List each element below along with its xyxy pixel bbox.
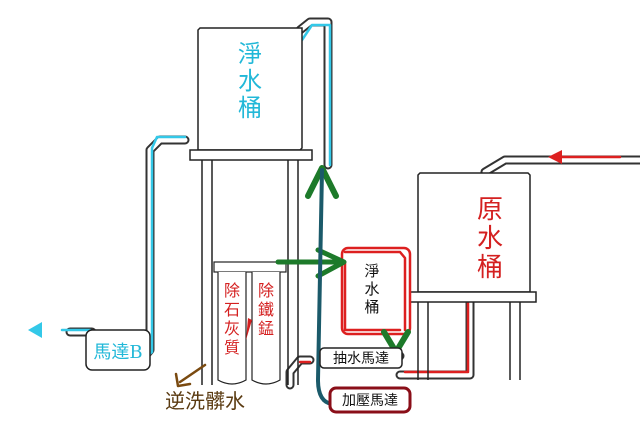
filter2-label-3: 錳 [258, 319, 274, 338]
purifier-unit: 淨 水 桶 [340, 246, 412, 336]
green-flow-arrows [275, 165, 411, 355]
clean-tank-label-2: 水 [238, 67, 262, 95]
filter2-label-1: 除 [258, 281, 274, 300]
suction-pump-label: 抽水馬達 [333, 351, 389, 367]
raw-tank-label-2: 水 [477, 224, 503, 254]
raw-water-tank: 原 水 桶 [409, 172, 537, 380]
clean-tank-label-3: 桶 [238, 94, 262, 122]
filter1-label-3: 灰 [224, 319, 240, 338]
filter1-label-2: 石 [224, 300, 240, 319]
pipe-network [60, 17, 640, 390]
backwash-outlet: 逆洗髒水 [165, 363, 245, 413]
raw-tank-label-3: 桶 [477, 253, 503, 283]
pressure-pump-label: 加壓馬達 [342, 393, 398, 409]
raw-water-flow [298, 155, 622, 374]
purifier-label-2: 水 [364, 280, 379, 298]
suction-pump: 抽水馬達 [319, 347, 403, 369]
raw-inlet-arrowhead [548, 150, 562, 164]
filter-red-arrow [246, 318, 252, 340]
clean-water-tank: 淨 水 桶 [189, 27, 313, 385]
purifier-label-1: 淨 [364, 262, 379, 280]
backwash-label: 逆洗髒水 [165, 389, 245, 413]
filter1-label-1: 除 [224, 281, 240, 300]
raw-tank-label-1: 原 [477, 195, 503, 225]
filter-housing: 除 石 灰 質 除 鐵 錳 [213, 261, 287, 385]
motor-b-label: 馬達B [93, 342, 142, 363]
filter2-label-2: 鐵 [258, 300, 274, 319]
main-riser-pipe [315, 168, 402, 406]
motor-b: 馬達B [28, 322, 151, 371]
filter1-label-4: 質 [224, 338, 240, 357]
purifier-label-3: 桶 [364, 298, 379, 316]
motor-b-outflow-arrowhead [28, 322, 42, 338]
pressure-pump: 加壓馬達 [328, 386, 412, 414]
clean-tank-label-1: 淨 [238, 40, 262, 68]
